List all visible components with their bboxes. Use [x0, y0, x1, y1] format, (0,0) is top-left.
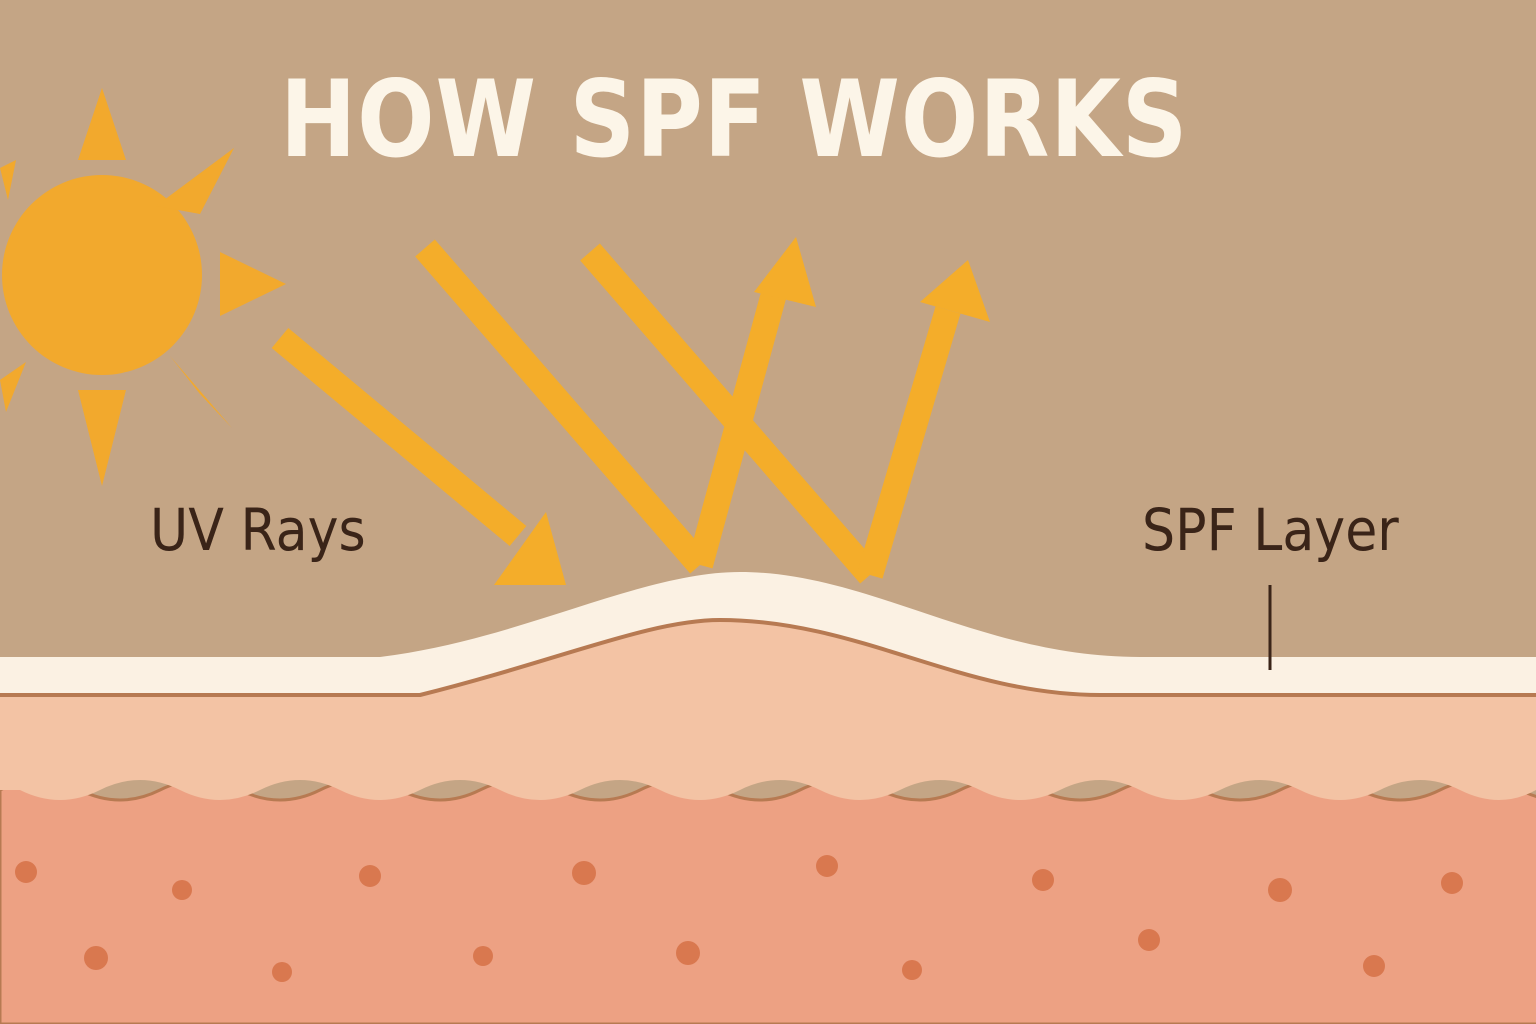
spf-layer-bottom-outline [0, 617, 1536, 697]
pore [902, 960, 922, 980]
pore [1363, 955, 1385, 977]
pore [1138, 929, 1160, 951]
sun-icon [0, 88, 286, 486]
pore [359, 865, 381, 887]
ray-incoming-2 [415, 239, 710, 574]
uv-rays [271, 239, 961, 584]
ray-incoming-1 [271, 328, 527, 546]
pore [84, 946, 108, 970]
ray-reflected-2 [857, 306, 961, 579]
epidermis-layer [0, 620, 1536, 800]
pore [15, 861, 37, 883]
spf-layer-label: SPF Layer [1142, 496, 1399, 564]
pore [272, 962, 292, 982]
ray-reflected-1 [687, 286, 788, 569]
pore [172, 880, 192, 900]
arrowhead-incoming [494, 512, 566, 585]
pore [1268, 878, 1292, 902]
pore [676, 941, 700, 965]
arrowhead-reflected-1 [754, 237, 816, 307]
pore [1032, 869, 1054, 891]
diagram-title: HOW SPF WORKS [280, 58, 1189, 181]
pore [816, 855, 838, 877]
pore [572, 861, 596, 885]
pore [473, 946, 493, 966]
spf-layer [0, 572, 1536, 695]
arrow-icon [494, 237, 990, 585]
pore [1441, 872, 1463, 894]
arrowhead-reflected-2 [920, 260, 990, 322]
uv-rays-label: UV Rays [150, 496, 366, 564]
dermis-layer [0, 778, 1536, 1024]
skin-pores [15, 855, 1463, 982]
